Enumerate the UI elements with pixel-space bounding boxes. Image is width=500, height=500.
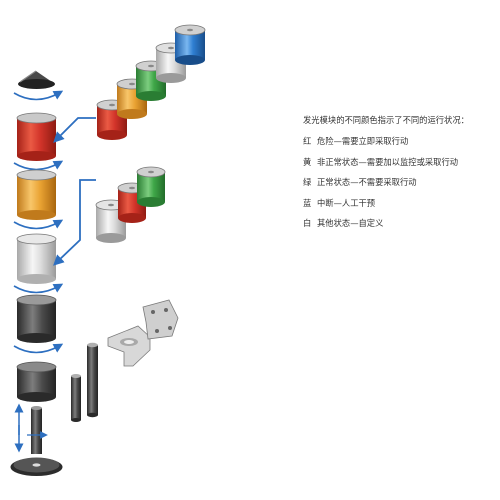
insert-arrow-icon — [53, 117, 96, 143]
legend-item-text: 其他状态—自定义 — [317, 218, 384, 229]
legend-color-label: 红 — [303, 136, 312, 147]
mounting-tube-long — [87, 342, 98, 418]
legend-title: 发光模块的不同颜色指示了不同的运行状况： — [303, 115, 469, 125]
legend-color-label: 白 — [303, 218, 312, 229]
legend-color-label: 蓝 — [303, 197, 312, 208]
blue-light-module — [174, 24, 206, 65]
amber-light-module — [16, 169, 57, 220]
rotation-arrow-icon — [13, 160, 64, 171]
base-module — [16, 294, 57, 343]
legend-item-green: 绿正常状态—不需要采取行动 — [303, 178, 495, 199]
assembly-arrow-icon — [14, 403, 48, 453]
mounting-tube — [31, 406, 42, 454]
rotation-arrow-icon — [13, 90, 64, 101]
status-color-legend: 发光模块的不同颜色指示了不同的运行状况： 红危险—需要立即采取行动 黄非正常状态… — [303, 116, 495, 240]
rotation-arrow-icon — [13, 219, 64, 230]
base-plate — [10, 457, 63, 476]
legend-color-label: 绿 — [303, 177, 312, 188]
tube-adapter-module — [16, 361, 57, 402]
legend-item-text: 危险—需要立即采取行动 — [317, 136, 409, 147]
insert-arrow-icon — [53, 179, 96, 266]
rotation-arrow-icon — [13, 343, 64, 354]
wall-bracket — [107, 325, 151, 367]
legend-item-red: 红危险—需要立即采取行动 — [303, 137, 495, 158]
legend-color-label: 黄 — [303, 156, 312, 167]
rotation-arrow-icon — [13, 283, 64, 294]
mounting-tube-short — [71, 374, 81, 422]
tower-cap-module — [18, 70, 55, 89]
white-light-module — [16, 233, 57, 284]
legend-item-blue: 蓝中断—人工干预 — [303, 197, 495, 220]
legend-item-text: 非正常状态—需要加以监控或采取行动 — [317, 156, 459, 167]
legend-item-text: 中断—人工干预 — [317, 197, 376, 208]
green-light-module — [136, 166, 166, 207]
legend-item-text: 正常状态—不需要采取行动 — [317, 177, 417, 188]
legend-item-yellow: 黄非正常状态—需要加以监控或采取行动 — [303, 156, 495, 179]
red-light-module — [16, 112, 57, 161]
legend-item-white: 白其他状态—自定义 — [303, 219, 495, 240]
white-light-module — [95, 199, 127, 243]
mounting-plate — [142, 299, 179, 340]
